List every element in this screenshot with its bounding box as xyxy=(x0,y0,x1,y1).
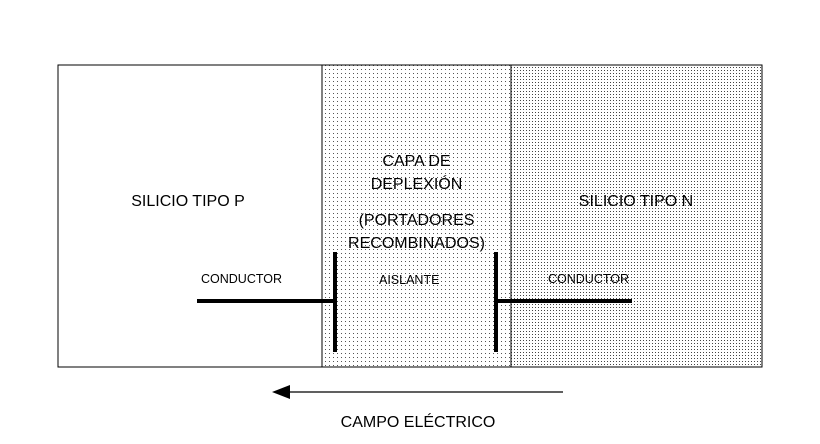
depletion-note-line1: (PORTADORES xyxy=(358,212,475,229)
depletion-region xyxy=(321,64,512,368)
electric-field-label: CAMPO ELÉCTRICO xyxy=(340,414,496,431)
p-type-label: SILICIO TIPO P xyxy=(131,193,245,210)
arrow-left-icon xyxy=(272,385,563,399)
n-type-label: SILICIO TIPO N xyxy=(578,193,694,210)
depletion-title: CAPA DE DEPLEXIÓN xyxy=(322,150,511,196)
dielectric-label: AISLANTE xyxy=(379,273,440,287)
depletion-title-line2: DEPLEXIÓN xyxy=(370,176,463,193)
depletion-note-line2: RECOMBINADOS) xyxy=(348,235,485,252)
depletion-title-line1: CAPA DE xyxy=(382,153,451,170)
left-conductor-label: CONDUCTOR xyxy=(201,272,283,286)
n-type-region xyxy=(510,64,763,368)
depletion-note: (PORTADORES RECOMBINADOS) xyxy=(322,209,511,255)
p-type-region xyxy=(57,64,323,368)
right-conductor-label: CONDUCTOR xyxy=(548,272,630,286)
